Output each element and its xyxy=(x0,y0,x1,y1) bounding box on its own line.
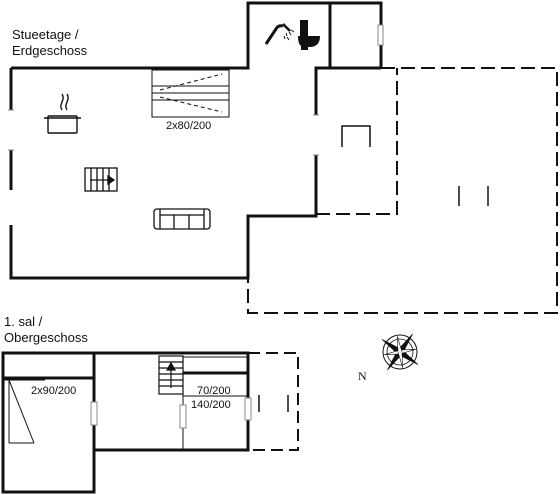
bed-size-label: 2x80/200 xyxy=(166,120,212,132)
upper-openings xyxy=(91,398,251,428)
upper-staircase-icon xyxy=(158,355,184,395)
floor-title-line1: 1. sal / xyxy=(4,314,43,329)
floor-title-line2: Erdgeschoss xyxy=(12,43,88,58)
bed-size-label: 70/200 xyxy=(197,385,231,397)
deck-bench xyxy=(458,186,489,206)
upper-floor-details xyxy=(3,356,248,450)
bed-size-label: 2x90/200 xyxy=(31,385,77,397)
toilet-icon xyxy=(298,20,320,50)
floor-title-line2: Obergeschoss xyxy=(4,330,88,345)
floor-title-line1: Stueetage / xyxy=(12,27,79,42)
ground-floor-openings xyxy=(8,25,384,225)
window-marks xyxy=(8,24,384,156)
table-icon xyxy=(341,125,371,147)
upper-window-marks xyxy=(90,397,252,429)
balcony-outline xyxy=(248,352,299,451)
bed-icon xyxy=(151,69,230,118)
bed-size-label: 140/200 xyxy=(191,399,231,411)
balcony-furniture xyxy=(258,395,289,412)
shower-icon xyxy=(264,23,295,45)
staircase-icon xyxy=(84,167,118,192)
compass-north-label: N xyxy=(358,369,367,383)
compass-rose-icon xyxy=(381,333,419,371)
sofa-icon xyxy=(153,208,211,230)
terrace-outline xyxy=(247,67,558,314)
upper-floor-walls xyxy=(1,351,250,494)
cooking-pot-icon xyxy=(44,93,81,134)
